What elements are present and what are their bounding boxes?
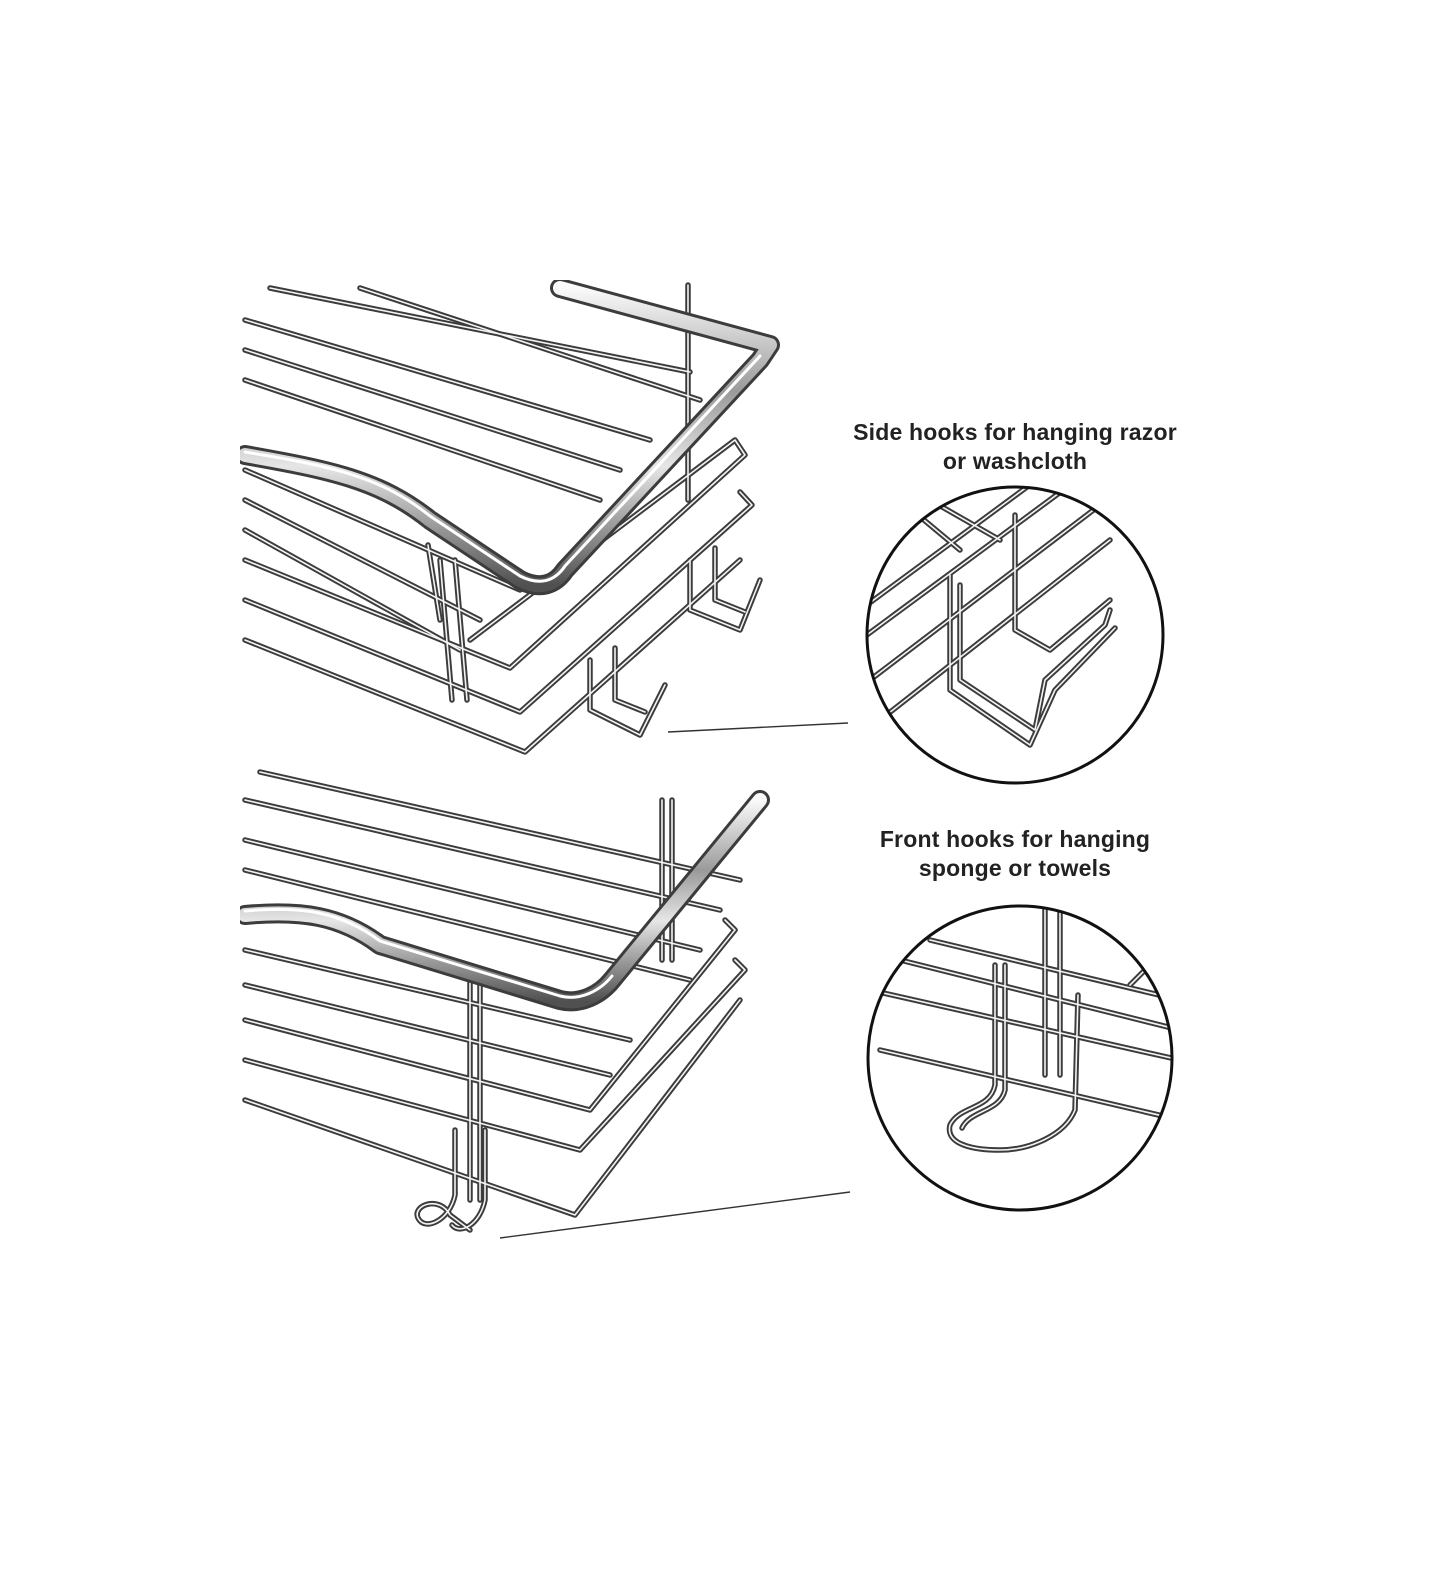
callout-front-hooks-line-2: sponge or towels xyxy=(918,855,1112,881)
zoom-circle-2 xyxy=(866,904,1174,1212)
side-hook-icon xyxy=(865,485,1165,785)
callout-side-hooks: Side hooks for hanging razor or washclot… xyxy=(830,418,1200,476)
zoom-circle-1 xyxy=(865,485,1165,785)
top-basket xyxy=(240,280,780,755)
callout-side-hooks-line-1: Side hooks for hanging razor xyxy=(853,419,1177,445)
callout-side-hooks-line-2: or washcloth xyxy=(942,448,1088,474)
leader-line-side xyxy=(667,722,849,733)
front-hook-icon xyxy=(866,904,1174,1212)
callout-front-hooks: Front hooks for hanging sponge or towels xyxy=(845,825,1185,883)
callout-front-hooks-line-1: Front hooks for hanging xyxy=(879,826,1151,852)
leader-line-front xyxy=(499,1191,851,1239)
bottom-basket xyxy=(240,769,770,1233)
